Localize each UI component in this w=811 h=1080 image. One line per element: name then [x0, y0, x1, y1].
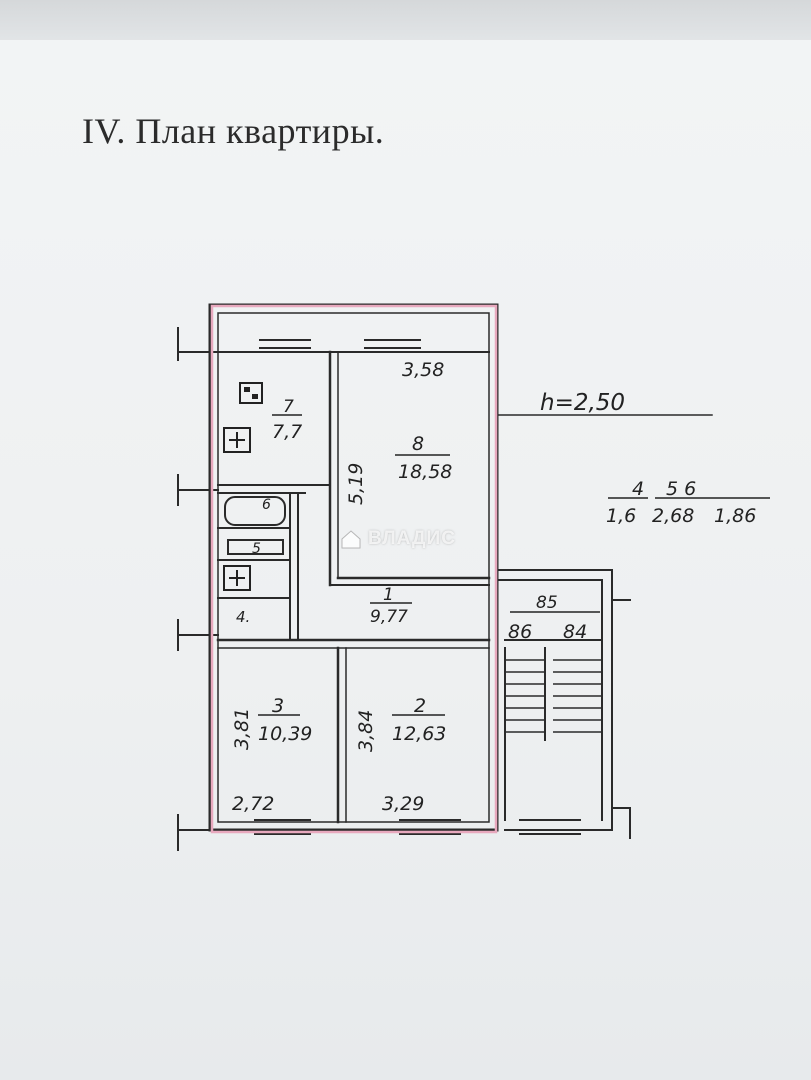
room-7-area: 7,7: [272, 421, 302, 443]
watermark-text: ВЛАДИС: [368, 528, 456, 549]
room-4-number: 4.: [236, 608, 250, 626]
room-2-area: 12,63: [392, 723, 446, 745]
room-2-length: 3,84: [355, 710, 377, 752]
stove-icon: [223, 427, 251, 453]
sink-icon: [227, 539, 284, 555]
room-3-length: 3,81: [231, 708, 253, 750]
room-1-area: 9,77: [370, 607, 408, 627]
stairwell: [496, 569, 613, 831]
room-5-number: 5: [252, 541, 261, 557]
bathtub-icon: [224, 496, 286, 526]
room-8-area: 18,58: [398, 461, 452, 483]
stair-label-left: 86: [508, 621, 532, 643]
legend-col2-top: 5 6: [666, 478, 696, 500]
stair-treads: [505, 659, 602, 733]
apartment-boundary: [210, 304, 498, 834]
legend-col2-bottom-b: 1,86: [714, 505, 756, 527]
paper-sheet: [0, 40, 811, 1080]
room-8-width: 3,58: [402, 359, 444, 381]
legend-col1-top: 4: [632, 478, 644, 500]
stair-label-top: 85: [536, 593, 558, 613]
legend-col2-bottom-a: 2,68: [652, 505, 694, 527]
room-3-number: 3: [272, 695, 284, 717]
room-3-width: 2,72: [232, 793, 274, 815]
ventilation-icon: [239, 382, 263, 404]
outer-wall-inner: [217, 312, 490, 823]
watermark: ВЛАДИС: [340, 528, 456, 550]
room-6-number: 6: [262, 497, 271, 513]
house-logo-icon: [341, 530, 361, 549]
room-2-width: 3,29: [382, 793, 424, 815]
heater-icon: [223, 565, 251, 591]
room-7-number: 7: [283, 397, 294, 417]
stair-label-right: 84: [563, 621, 587, 643]
room-8-number: 8: [412, 433, 424, 455]
page-title: IV. План квартиры.: [82, 111, 385, 151]
room-3-area: 10,39: [258, 723, 312, 745]
room-2-number: 2: [414, 695, 426, 717]
ceiling-height-label: h=2,50: [540, 390, 625, 416]
legend-col1-bottom: 1,6: [606, 505, 636, 527]
room-1-number: 1: [383, 585, 394, 605]
room-8-length: 5,19: [345, 463, 367, 505]
